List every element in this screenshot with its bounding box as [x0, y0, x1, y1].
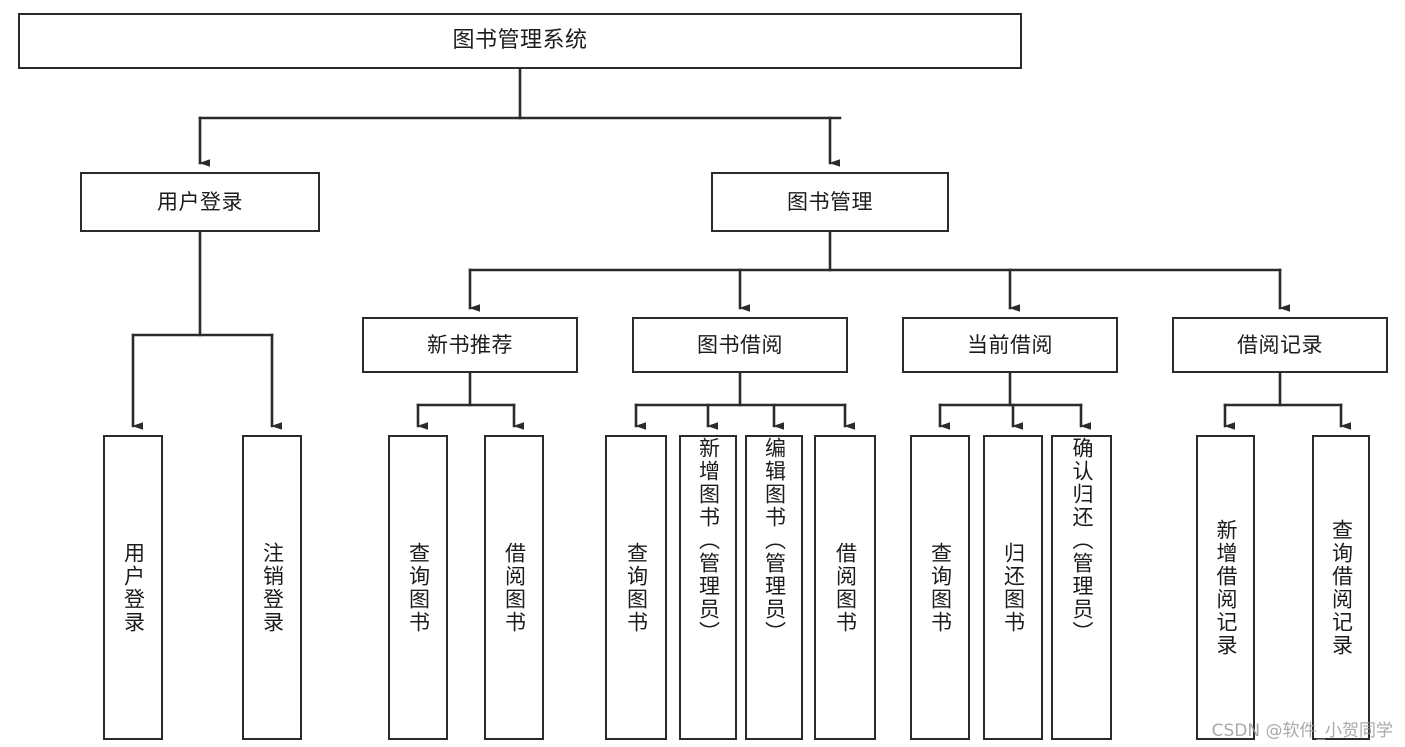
node-new-book-rec-label: 新书推荐 [427, 332, 513, 357]
node-leaf-borrow-add-book[interactable]: 新增图书（管理员） [679, 435, 737, 740]
node-book-borrow-label: 图书借阅 [697, 332, 783, 357]
node-current-borrow-label: 当前借阅 [967, 332, 1053, 357]
node-root[interactable]: 图书管理系统 [18, 13, 1022, 69]
node-leaf-borrow-lend-book[interactable]: 借阅图书 [814, 435, 876, 740]
node-leaf-rec-query[interactable]: 查询借阅记录 [1312, 435, 1370, 740]
node-book-manage[interactable]: 图书管理 [711, 172, 949, 232]
node-leaf-user-login-label: 用户登录 [121, 541, 146, 634]
node-leaf-rec-add[interactable]: 新增借阅记录 [1196, 435, 1255, 740]
node-leaf-cur-confirm-return-label: 确认归还（管理员） [1070, 437, 1095, 644]
node-leaf-user-logout-label: 注销登录 [260, 541, 285, 634]
node-book-borrow[interactable]: 图书借阅 [632, 317, 848, 373]
node-new-book-rec[interactable]: 新书推荐 [362, 317, 578, 373]
node-leaf-rec-query-label: 查询借阅记录 [1329, 518, 1354, 657]
node-leaf-borrow-query-book-label: 查询图书 [624, 541, 649, 634]
node-leaf-borrow-lend-book-label: 借阅图书 [833, 541, 858, 634]
node-leaf-rec-borrow-book-label: 借阅图书 [502, 541, 527, 634]
node-leaf-rec-query-book-label: 查询图书 [406, 541, 431, 634]
node-leaf-borrow-query-book[interactable]: 查询图书 [605, 435, 667, 740]
node-leaf-cur-confirm-return[interactable]: 确认归还（管理员） [1051, 435, 1112, 740]
node-leaf-user-logout[interactable]: 注销登录 [242, 435, 302, 740]
node-leaf-cur-return-book[interactable]: 归还图书 [983, 435, 1043, 740]
node-leaf-borrow-edit-book[interactable]: 编辑图书（管理员） [745, 435, 803, 740]
node-book-manage-label: 图书管理 [787, 189, 873, 214]
node-leaf-rec-query-book[interactable]: 查询图书 [388, 435, 448, 740]
node-borrow-record[interactable]: 借阅记录 [1172, 317, 1388, 373]
node-leaf-rec-borrow-book[interactable]: 借阅图书 [484, 435, 544, 740]
node-leaf-rec-add-label: 新增借阅记录 [1214, 518, 1239, 657]
node-leaf-borrow-add-book-label: 新增图书（管理员） [696, 437, 721, 644]
node-leaf-cur-query-book-label: 查询图书 [928, 541, 953, 634]
node-current-borrow[interactable]: 当前借阅 [902, 317, 1118, 373]
node-leaf-cur-query-book[interactable]: 查询图书 [910, 435, 970, 740]
node-leaf-cur-return-book-label: 归还图书 [1001, 541, 1026, 634]
node-user-login[interactable]: 用户登录 [80, 172, 320, 232]
node-leaf-user-login[interactable]: 用户登录 [103, 435, 163, 740]
node-user-login-label: 用户登录 [157, 189, 243, 214]
node-root-label: 图书管理系统 [452, 28, 588, 54]
node-borrow-record-label: 借阅记录 [1237, 332, 1323, 357]
node-leaf-borrow-edit-book-label: 编辑图书（管理员） [762, 437, 787, 644]
